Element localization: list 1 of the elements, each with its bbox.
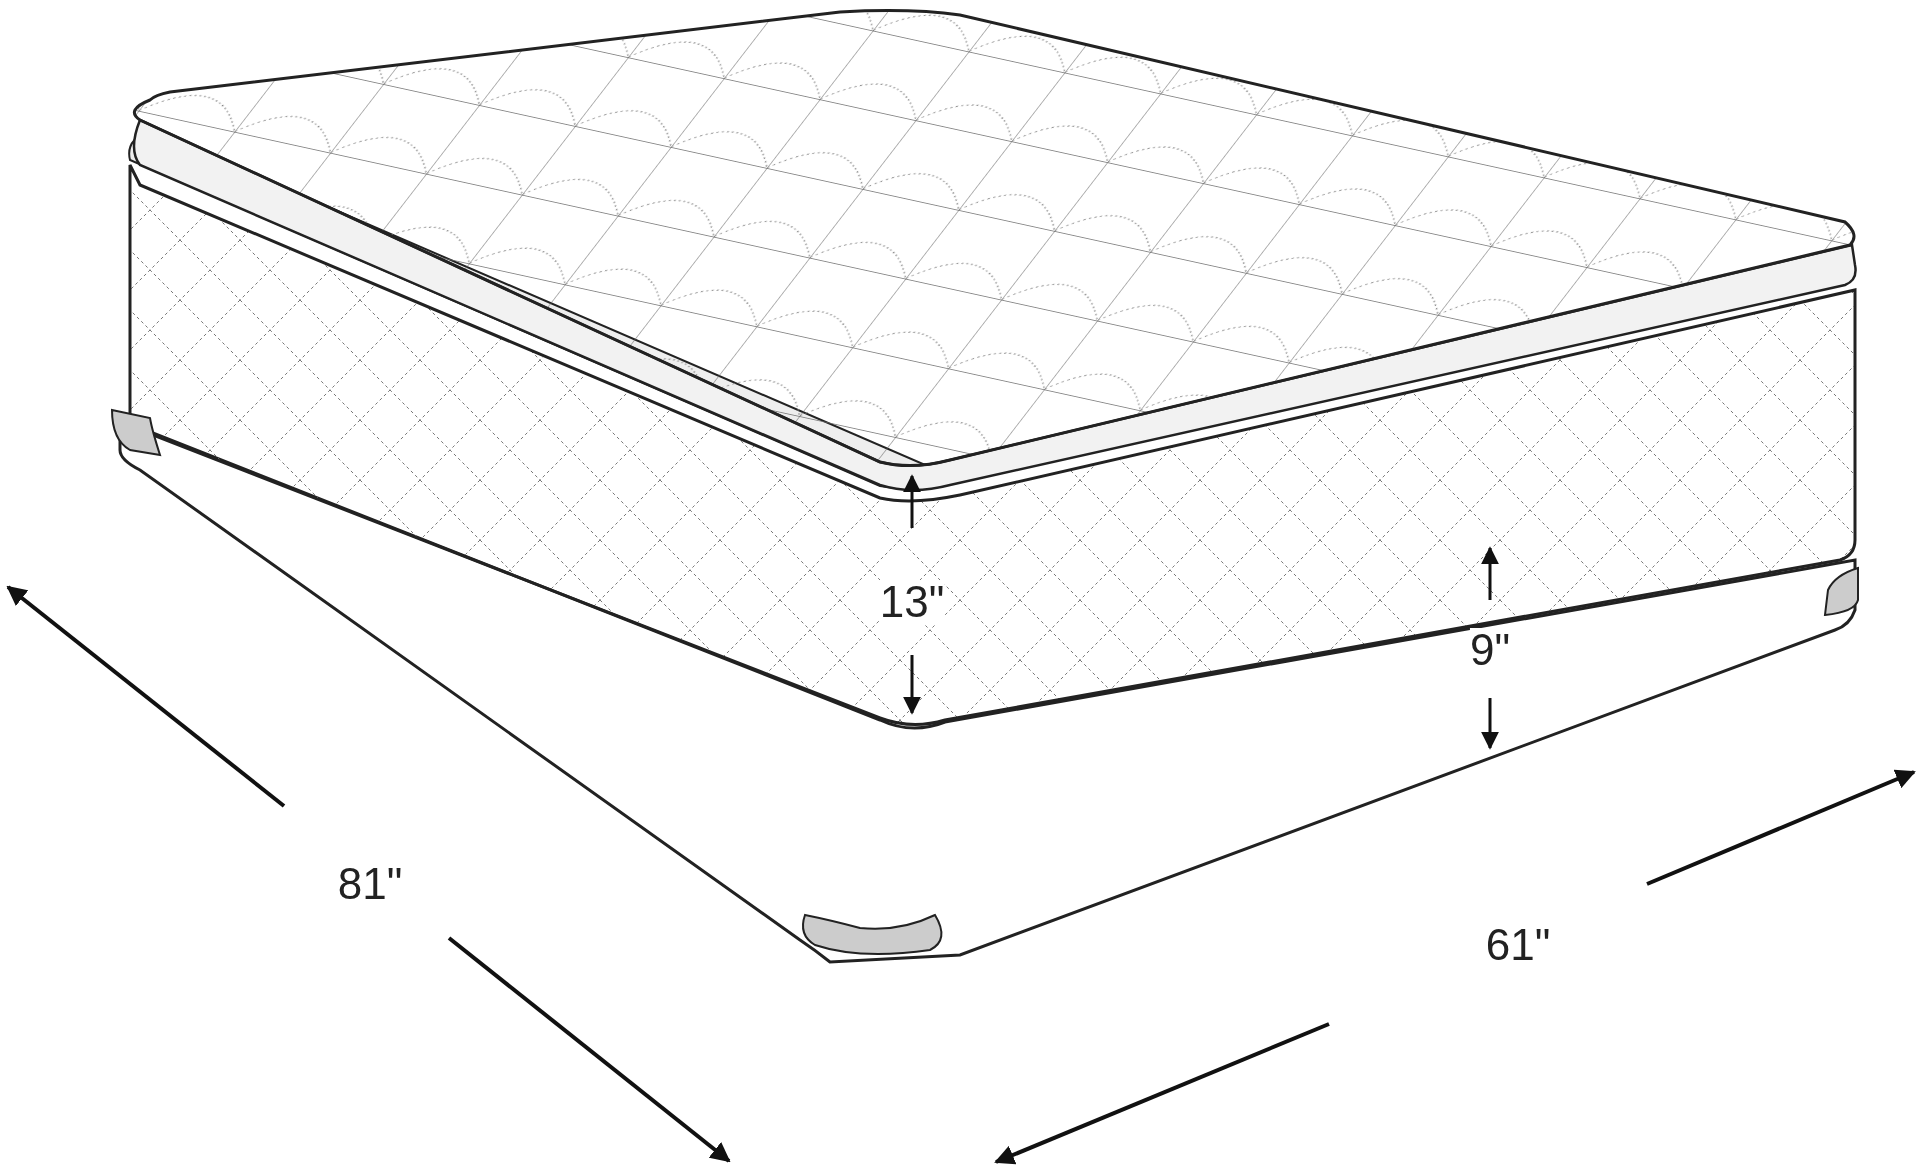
dimension-label: 13" — [879, 580, 945, 624]
